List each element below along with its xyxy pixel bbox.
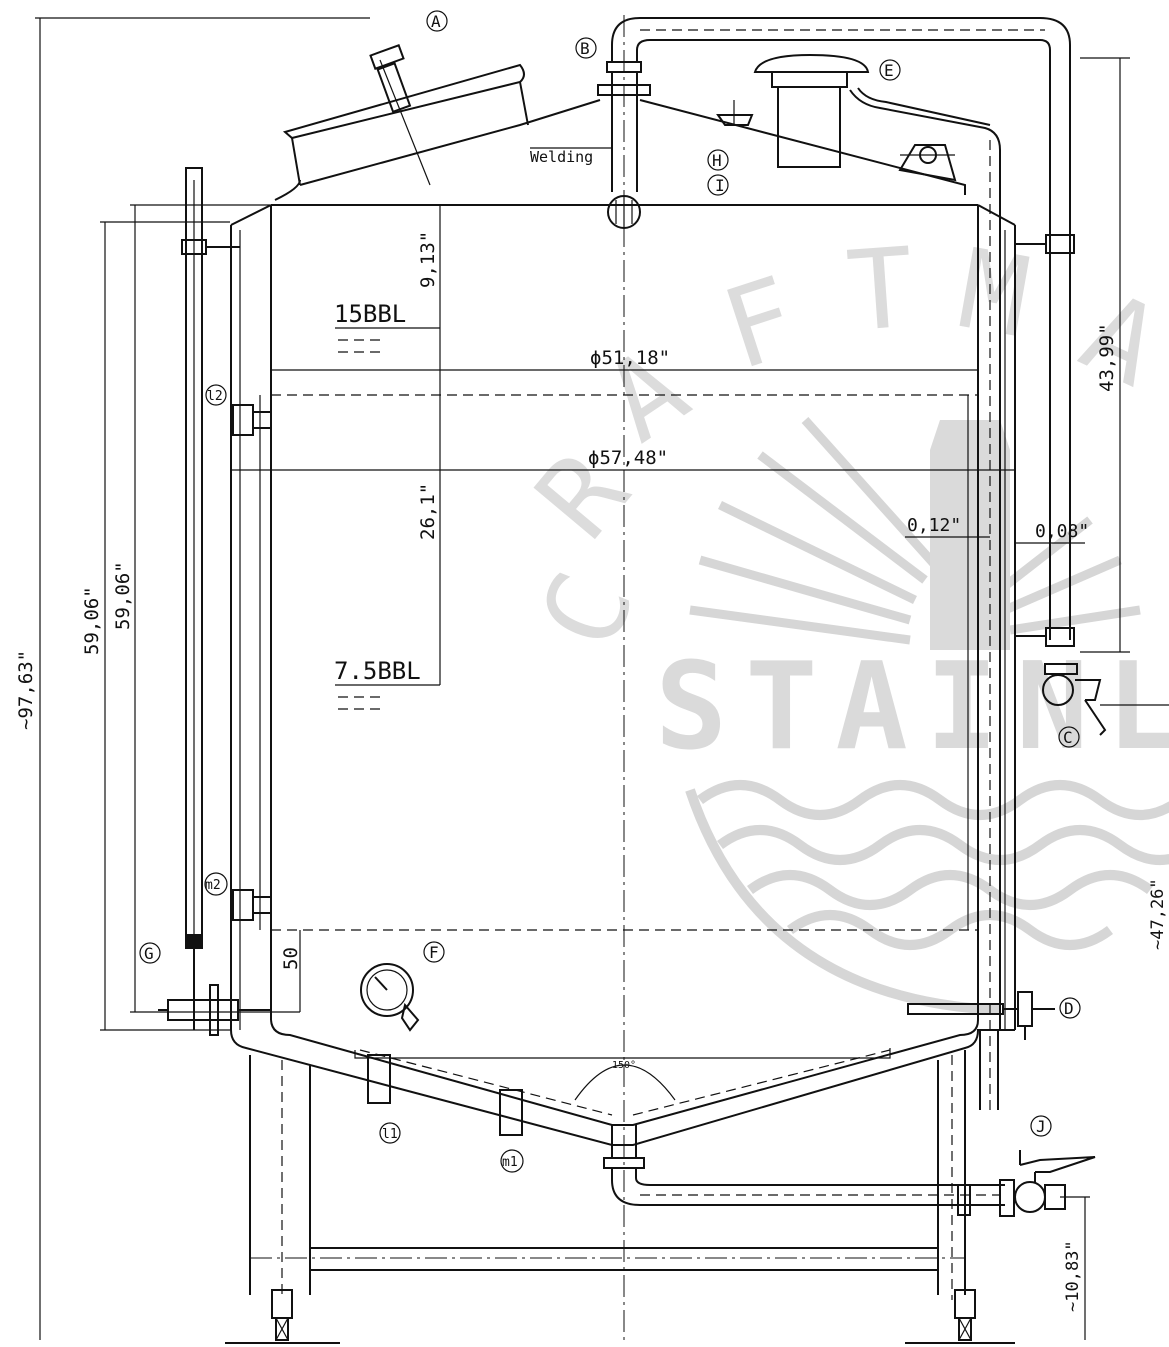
dim-outer-diameter: ϕ57,48"	[588, 447, 668, 469]
callout-g: G	[144, 944, 154, 963]
callout-a: A	[431, 12, 441, 31]
watermark-letter-m: M	[950, 225, 1037, 363]
level-gauge	[158, 167, 271, 1036]
cip-spray-pipe	[597, 61, 651, 229]
watermark-letter-c: C	[515, 555, 658, 664]
watermark-word: STAINLESS	[655, 638, 1169, 777]
dim-outlet-height: ~47,26"	[1148, 878, 1168, 950]
callout-m1: m1	[502, 1155, 518, 1170]
callout-d: D	[1064, 999, 1074, 1018]
bottom-ports	[354, 1048, 891, 1136]
level-7-5bbl-label: 7.5BBL	[334, 657, 421, 685]
dimension-lines	[35, 17, 1130, 1340]
dim-top-to-15bbl: 9,13"	[417, 231, 439, 288]
dim-cylinder-inner: 59,06"	[112, 561, 134, 630]
watermark-letter-t: T	[843, 224, 918, 356]
dim-overall-height: ~97,63"	[15, 650, 37, 730]
dim-inner-diameter: ϕ51,18"	[590, 347, 670, 369]
pressure-gauge	[360, 963, 420, 1032]
callout-bubbles	[139, 10, 1081, 1173]
callout-h: H	[712, 151, 722, 170]
callout-i: I	[715, 176, 725, 195]
ports-side	[232, 404, 271, 921]
pressure-relief-valve	[716, 53, 1001, 1110]
callout-c: C	[1063, 728, 1073, 747]
level-15bbl-label: 15BBL	[334, 300, 406, 328]
cone-angle-label: 150°	[612, 1060, 636, 1071]
dim-blowoff-height: 43,99"	[1096, 323, 1118, 392]
dim-drain-height: ~10,83"	[1063, 1240, 1083, 1312]
callout-b: B	[580, 39, 590, 58]
welding-label: Welding	[530, 148, 593, 166]
callout-e: E	[884, 61, 894, 80]
manway-top	[282, 44, 529, 186]
bottom-outlet	[603, 1125, 1096, 1217]
blowoff-pipe	[611, 17, 1169, 736]
dim-wall-outer: 0,08"	[1035, 521, 1089, 542]
dim-wall-inner: 0,12"	[907, 515, 961, 536]
callout-j: J	[1036, 1117, 1046, 1136]
callout-f: F	[429, 943, 439, 962]
dim-15-to-7-5bbl: 26,1"	[417, 483, 439, 540]
callout-l1: l1	[382, 1127, 398, 1142]
watermark-letter-f: F	[708, 253, 811, 395]
dim-bottom-offset: 50	[280, 947, 302, 970]
dim-cylinder-outer: 59,06"	[81, 586, 103, 655]
callout-m2: m2	[205, 878, 221, 893]
racking-arm	[907, 991, 1055, 1040]
support-legs	[225, 1050, 1015, 1344]
callout-l2: l2	[207, 389, 223, 404]
